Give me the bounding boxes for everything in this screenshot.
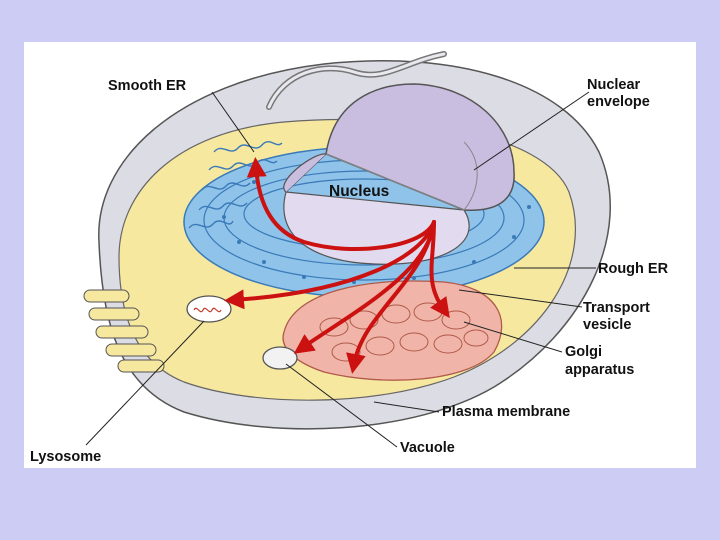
vacuole-shape (262, 346, 298, 370)
transport-pathway-arrows (224, 157, 450, 374)
label-lysosome: Lysosome (30, 449, 101, 465)
label-golgi-line2: apparatus (565, 362, 634, 378)
diagram-panel: Smooth ER Nuclear envelope Nucleus Rough… (24, 42, 696, 468)
leader-lines (85, 91, 596, 448)
smooth-er-shape (188, 141, 283, 229)
lysosome-shape (186, 295, 232, 323)
label-nuclear-envelope-line2: envelope (587, 94, 650, 110)
label-plasma-membrane: Plasma membrane (442, 404, 570, 420)
cell-diagram: Smooth ER Nuclear envelope Nucleus Rough… (30, 51, 669, 465)
nucleus-shape (283, 83, 515, 265)
label-transport-vesicle-line1: Transport (583, 300, 650, 316)
label-vacuole: Vacuole (400, 440, 455, 456)
label-nucleus: Nucleus (329, 183, 389, 200)
microvilli (83, 289, 165, 373)
label-rough-er: Rough ER (598, 261, 669, 277)
label-nuclear-envelope-line1: Nuclear (587, 77, 641, 93)
label-golgi-line1: Golgi (565, 344, 602, 360)
label-smooth-er: Smooth ER (108, 78, 187, 94)
label-transport-vesicle-line2: vesicle (583, 317, 631, 333)
